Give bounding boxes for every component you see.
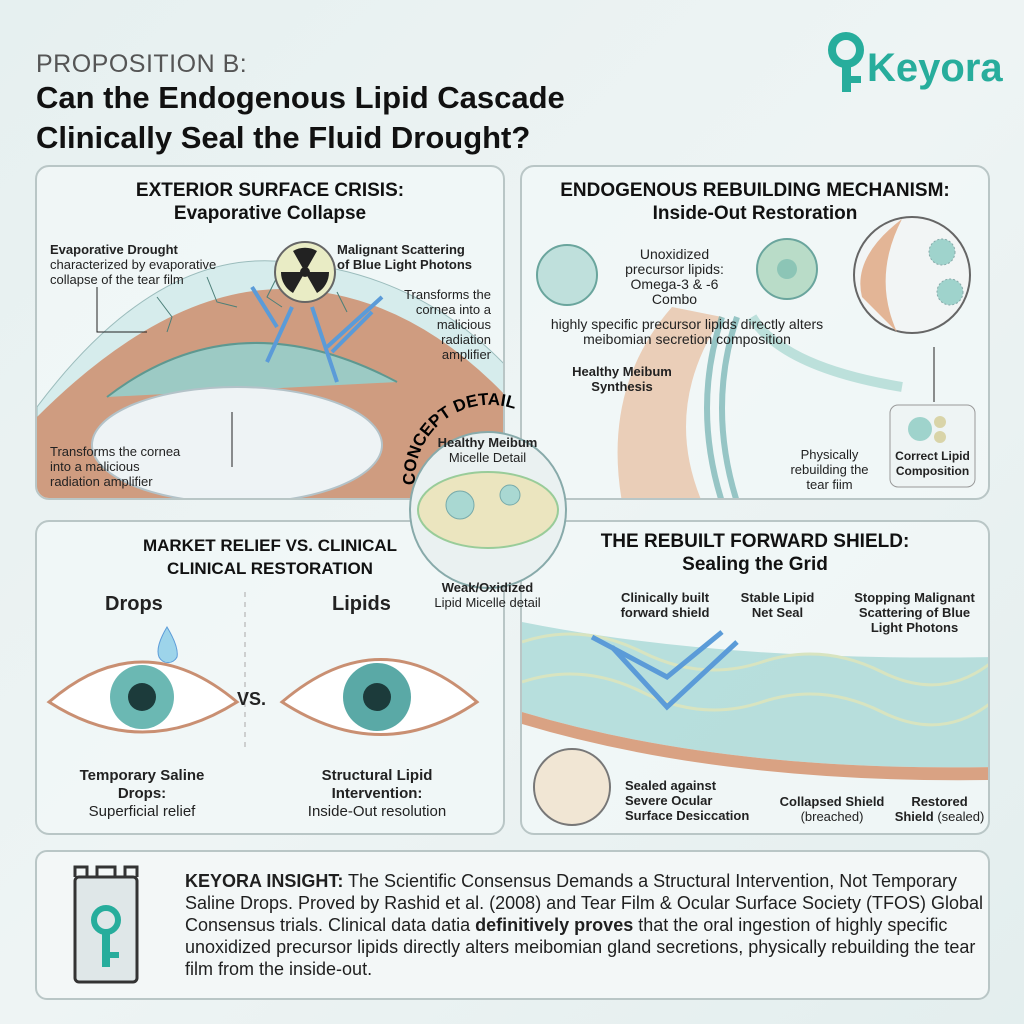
blue-light-arrows — [250, 285, 384, 383]
panel-endogenous-mechanism: ENDOGENOUS REBUILDING MECHANISM:Inside-O… — [520, 165, 990, 500]
weak-micelle-title: Weak/Oxidized — [441, 580, 534, 595]
eyes-comparison — [46, 592, 480, 752]
face-icon — [536, 244, 598, 306]
healthy-micelle-desc: Micelle Detail — [448, 450, 527, 465]
cornea-illustration — [37, 241, 503, 498]
alters-label: highly specific precursor lipids directl… — [550, 316, 824, 347]
castle-key-icon — [73, 865, 139, 984]
panel-title: ENDOGENOUS REBUILDING MECHANISM:Inside-O… — [560, 180, 950, 224]
panel-title: THE REBUILT FORWARD SHIELD:Sealing the G… — [600, 531, 910, 575]
meibum-illustration — [536, 216, 976, 498]
panel-exterior-crisis: EXTERIOR SURFACE CRISIS:Evaporative Coll… — [35, 165, 505, 500]
keyora-logo: Keyora — [822, 28, 1003, 98]
drop-icon — [157, 626, 178, 664]
key-icon — [828, 32, 864, 92]
reflected-light-arrows — [590, 630, 739, 711]
shield-illustration — [522, 622, 988, 826]
sealed-zoom-circle — [533, 748, 611, 826]
keyora-insight-box: KEYORA INSIGHT: The Scientific Consensus… — [35, 850, 990, 1000]
concept-detail: CONCEPT DETAIL Healthy Meibum Micelle De… — [400, 390, 575, 630]
lipids-heading: Lipids — [332, 593, 391, 615]
insight-text: KEYORA INSIGHT: The Scientific Consensus… — [185, 871, 984, 979]
panel-forward-shield: THE REBUILT FORWARD SHIELD:Sealing the G… — [520, 520, 990, 835]
drops-heading: Drops — [105, 593, 163, 615]
collapsed-label: Collapsed Shield(breached) — [779, 794, 885, 824]
vs-label: VS. — [237, 689, 267, 709]
panel-title: EXTERIOR SURFACE CRISIS:Evaporative Coll… — [135, 180, 405, 224]
healthy-micelle-title: Healthy Meibum — [437, 435, 538, 450]
proposition-label: PROPOSITION B: — [36, 50, 248, 78]
weak-micelle-desc: Lipid Micelle detail — [434, 595, 541, 610]
